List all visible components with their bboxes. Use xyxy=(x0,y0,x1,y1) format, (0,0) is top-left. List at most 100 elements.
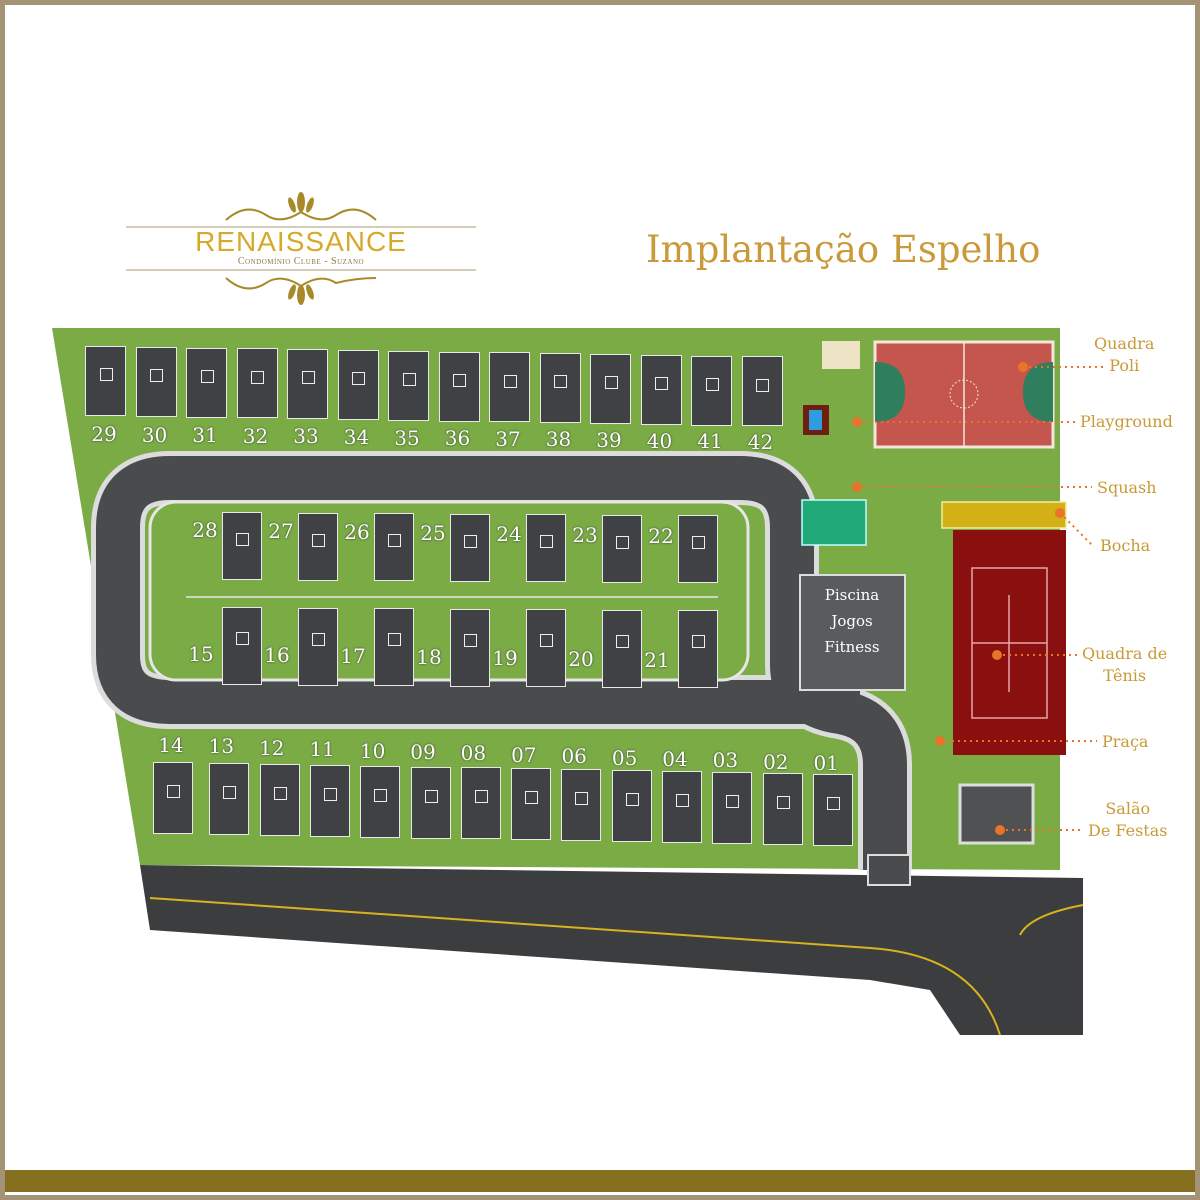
lot-29[interactable] xyxy=(85,346,126,416)
lot-17[interactable] xyxy=(374,608,414,686)
lot-number: 06 xyxy=(561,744,587,769)
lot-33[interactable] xyxy=(287,349,328,420)
page-title: Implantação Espelho xyxy=(646,228,1041,271)
legend-bocha: Bocha xyxy=(1100,536,1151,555)
lot-03[interactable] xyxy=(712,771,753,844)
lot-07[interactable] xyxy=(511,768,552,841)
lot-number: 15 xyxy=(188,642,214,666)
lot-15[interactable] xyxy=(222,607,262,685)
lot-32[interactable] xyxy=(236,348,278,419)
lot-31[interactable] xyxy=(186,347,227,418)
sandbox xyxy=(822,341,860,369)
lot-13[interactable] xyxy=(209,762,250,835)
lot-38[interactable] xyxy=(539,353,581,424)
lot-08[interactable] xyxy=(460,767,501,840)
lot-06[interactable] xyxy=(561,769,602,842)
jogos-label: Jogos xyxy=(831,612,873,630)
logo-name: RENAISSANCE xyxy=(195,226,407,257)
legend-markers xyxy=(852,362,1065,835)
lot-37[interactable] xyxy=(489,352,530,423)
piscina-label: Piscina xyxy=(824,586,880,604)
lot-number: 07 xyxy=(511,742,537,767)
legend-praca: Praça xyxy=(1102,732,1149,751)
lot-number: 18 xyxy=(416,645,442,669)
lot-number: 13 xyxy=(208,734,235,759)
lot-09[interactable] xyxy=(410,766,451,839)
legend-quadra-tenis-line2: Tênis xyxy=(1103,666,1147,685)
lot-35[interactable] xyxy=(388,350,429,421)
main-street xyxy=(140,865,1083,1035)
club-building xyxy=(799,574,906,691)
lot-number: 27 xyxy=(268,519,294,543)
lot-number: 14 xyxy=(158,733,184,757)
legend-quadra-tenis-line1: Quadra de xyxy=(1082,644,1168,663)
lot-42[interactable] xyxy=(741,356,783,427)
lot-number: 37 xyxy=(495,426,521,451)
lot-number: 19 xyxy=(492,646,518,670)
lot-number: 35 xyxy=(394,425,420,450)
lot-24[interactable] xyxy=(526,514,566,582)
lot-39[interactable] xyxy=(590,354,631,424)
lot-40[interactable] xyxy=(640,354,682,425)
lot-27[interactable] xyxy=(298,512,338,581)
legend-playground: Playground xyxy=(1080,412,1173,431)
legend-quadra-poli: Quadra Poli xyxy=(1094,333,1154,377)
renaissance-logo xyxy=(126,192,476,305)
lot-number: 05 xyxy=(611,745,638,770)
lot-number: 33 xyxy=(293,424,319,449)
lot-number: 31 xyxy=(192,423,218,448)
legend-quadra-poli-line2: Poli xyxy=(1109,356,1140,375)
lot-28[interactable] xyxy=(222,512,262,580)
bocha-court xyxy=(941,501,1067,529)
club-building-label: Piscina Jogos Fitness xyxy=(800,582,904,660)
lot-22[interactable] xyxy=(678,515,718,583)
legend-leaders xyxy=(857,366,1105,831)
footer-band xyxy=(5,1170,1195,1192)
lot-number: 38 xyxy=(545,427,572,452)
lot-number: 40 xyxy=(646,428,673,453)
lot-30[interactable] xyxy=(135,346,177,417)
lot-02[interactable] xyxy=(762,772,803,845)
lot-21[interactable] xyxy=(678,610,718,688)
street-centerline xyxy=(149,897,1001,1036)
legend-quadra-tenis: Quadra de Tênis xyxy=(1082,643,1167,687)
lot-04[interactable] xyxy=(662,771,702,843)
lot-14[interactable] xyxy=(153,762,193,834)
lot-16[interactable] xyxy=(298,607,338,686)
lot-26[interactable] xyxy=(374,513,414,581)
lot-41[interactable] xyxy=(691,355,732,426)
lot-12[interactable] xyxy=(259,763,300,836)
fitness-label: Fitness xyxy=(824,638,880,656)
lot-number: 28 xyxy=(192,518,218,542)
lot-23[interactable] xyxy=(602,514,642,583)
lot-20[interactable] xyxy=(602,609,642,688)
gatehouse xyxy=(867,854,911,886)
lot-number: 39 xyxy=(596,428,622,452)
lot-34[interactable] xyxy=(337,350,379,420)
lot-number: 20 xyxy=(568,647,594,671)
lot-36[interactable] xyxy=(438,351,480,422)
internal-road xyxy=(91,451,912,870)
lot-01[interactable] xyxy=(812,773,853,846)
logo-subtitle: Condomínio Clube - Suzano xyxy=(237,256,365,267)
lot-number: 29 xyxy=(91,422,117,446)
legend-salao-line1: Salão xyxy=(1105,799,1151,818)
lot-number: 11 xyxy=(309,737,335,762)
lot-number: 36 xyxy=(444,426,471,451)
salao-building xyxy=(958,783,1035,845)
lot-number: 23 xyxy=(572,523,598,547)
legend-salao: Salão De Festas xyxy=(1088,798,1167,842)
lot-05[interactable] xyxy=(611,770,652,843)
lot-number: 24 xyxy=(496,522,522,546)
lot-number: 03 xyxy=(712,748,739,773)
lot-number: 16 xyxy=(264,643,290,667)
lot-25[interactable] xyxy=(450,513,490,582)
lot-number: 32 xyxy=(242,423,269,448)
lot-10[interactable] xyxy=(360,765,401,838)
legend-quadra-poli-line1: Quadra xyxy=(1094,334,1155,353)
lot-19[interactable] xyxy=(526,609,566,687)
lot-11[interactable] xyxy=(309,764,350,837)
lot-18[interactable] xyxy=(450,608,490,687)
lot-number: 34 xyxy=(343,425,370,449)
lot-number: 41 xyxy=(697,429,723,454)
